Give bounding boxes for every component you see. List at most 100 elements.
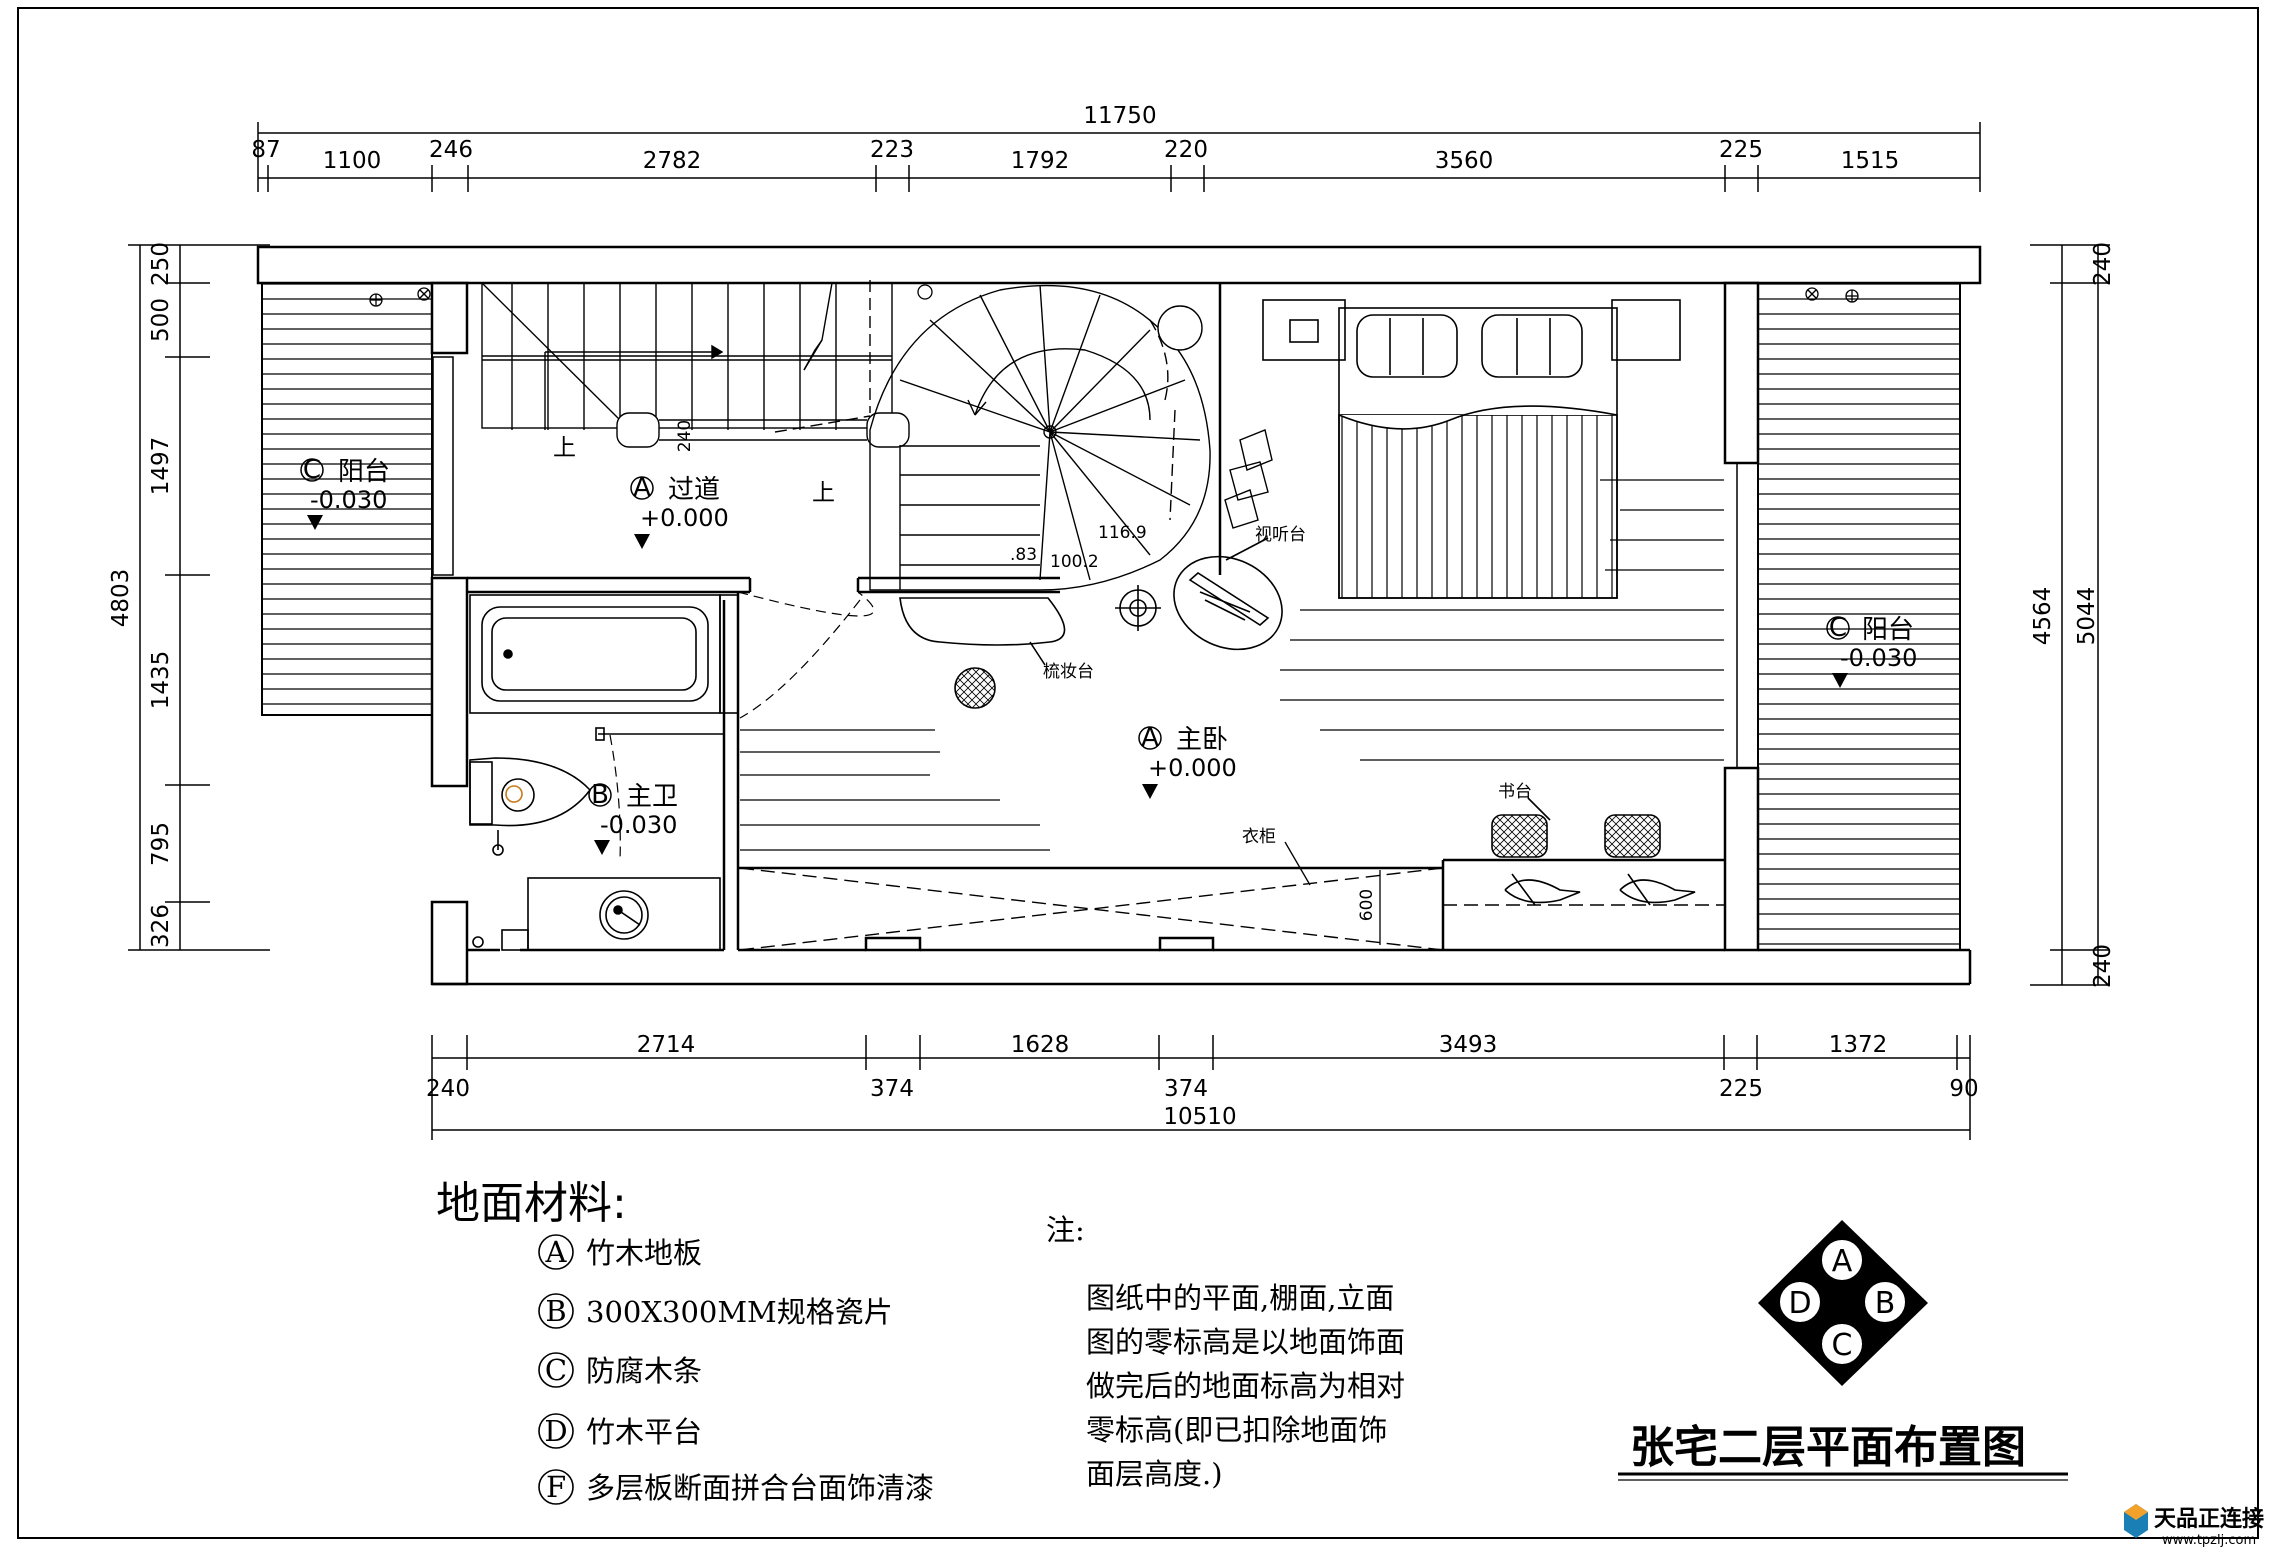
stair-up-label-1: 上	[553, 435, 576, 461]
dim-left-5: 795	[148, 822, 174, 866]
bed	[1262, 299, 1681, 599]
corridor-letter: A	[633, 473, 651, 503]
notes-line-1: 图纸中的平面,棚面,立面	[1086, 1281, 1394, 1315]
corridor-name: 过道	[668, 475, 720, 505]
dim-top-2: 1100	[323, 148, 382, 174]
legend: 地面材料: A 竹木地板 B 300X300MM规格瓷片 C 防腐木条 D 竹木…	[436, 1178, 934, 1505]
dim-right-1: 240	[2090, 242, 2116, 286]
dim-top-5: 223	[870, 137, 914, 163]
dim-top-total: 11750	[1083, 103, 1156, 129]
cushions	[1224, 429, 1273, 529]
notes-line-4: 零标高(即已扣除地面饰	[1086, 1413, 1387, 1447]
right-dimension-text: 240 4564 240 5044	[2030, 242, 2116, 988]
toilet	[469, 757, 592, 856]
bedroom-name: 主卧	[1176, 725, 1228, 755]
legend-item-d: D 竹木平台	[538, 1413, 702, 1449]
notes: 注: 图纸中的平面,棚面,立面 图的零标高是以地面饰面 做完后的地面标高为相对 …	[1046, 1213, 1405, 1491]
balcony-right-name: 阳台	[1862, 615, 1914, 645]
dim-top-8: 3560	[1435, 148, 1494, 174]
left-dimensions	[128, 244, 270, 951]
sheet-border	[17, 7, 2259, 1539]
legend-item-a: A 竹木地板	[538, 1234, 702, 1270]
balcony-left-level: -0.030	[310, 486, 387, 514]
dim-bottom-8: 225	[1719, 1076, 1763, 1102]
svg-text:C: C	[545, 1353, 567, 1387]
bottom-dimension-text: 2714 1628 3493 1372 240 374 374 225 90 1…	[426, 1032, 1979, 1130]
notes-heading: 注:	[1046, 1213, 1085, 1247]
dim-right-3: 240	[2090, 944, 2116, 988]
spiral-stair	[869, 284, 1211, 591]
watermark-logo: 天品正连接 www.tpzlj.com	[2124, 1504, 2264, 1548]
bathroom	[469, 594, 739, 741]
balcony-left	[261, 282, 454, 716]
balcony-right-letter: C	[1829, 613, 1847, 643]
dim-left-6: 326	[148, 904, 174, 948]
key-left-letter: D	[1788, 1286, 1811, 1321]
top-dimension-text: 11750 87 1100 246 2782 223 1792 220 3560…	[251, 103, 1899, 174]
bath-letter: B	[591, 780, 609, 810]
dim-right-total: 5044	[2074, 587, 2100, 646]
dim-left-1: 250	[148, 242, 174, 286]
balcony-right	[1736, 282, 1961, 951]
desk	[1491, 797, 1696, 906]
legend-text-a: 竹木地板	[586, 1236, 702, 1270]
right-dimensions	[2030, 244, 2110, 986]
dresser	[899, 597, 1066, 709]
phone-icon	[1289, 319, 1319, 343]
dim-left-2: 500	[148, 298, 174, 342]
bath-name: 主卫	[626, 782, 678, 812]
dim-bottom-6: 374	[870, 1076, 914, 1102]
dim-left-3: 1497	[148, 437, 174, 496]
dim-bottom-total: 10510	[1163, 1104, 1236, 1130]
top-dimensions	[257, 122, 1981, 192]
legend-title: 地面材料:	[436, 1178, 627, 1229]
dim-right-2: 4564	[2030, 587, 2056, 646]
dim-top-4: 2782	[643, 148, 702, 174]
bottom-dimensions	[431, 1035, 1971, 1140]
bedroom-floor	[740, 479, 1724, 851]
bedroom-label: A 主卧 +0.000	[1138, 723, 1237, 799]
tv-label: 视听台	[1255, 525, 1306, 545]
dim-top-3: 246	[429, 137, 473, 163]
nightstand-left	[1262, 299, 1346, 361]
dim-bottom-2: 1628	[1011, 1032, 1070, 1058]
straight-stair	[481, 280, 910, 448]
dim-top-7: 220	[1164, 137, 1208, 163]
dim-bottom-5: 240	[426, 1076, 470, 1102]
wardrobe-label: 衣柜	[1242, 827, 1276, 847]
balcony-left-name: 阳台	[338, 457, 390, 487]
bedroom-letter: A	[1141, 723, 1159, 753]
bath-label: B 主卫 -0.030	[588, 780, 678, 855]
balcony-left-label: C 阳台 -0.030	[300, 455, 390, 530]
stair-up-label-2: 上	[812, 480, 835, 506]
stair-dim-1: .83	[1010, 545, 1037, 565]
legend-item-c: C 防腐木条	[538, 1352, 702, 1388]
wardrobe	[739, 867, 1725, 951]
balcony-right-level: -0.030	[1840, 644, 1917, 672]
key-top-letter: A	[1832, 1244, 1853, 1279]
balcony-right-label: C 阳台 -0.030	[1826, 613, 1917, 688]
legend-text-d: 竹木平台	[586, 1415, 702, 1449]
dim-top-10: 1515	[1841, 148, 1900, 174]
bath-level: -0.030	[600, 811, 677, 839]
svg-text:B: B	[545, 1294, 566, 1328]
left-dimension-text: 4803 250 500 1497 1435 795 326	[108, 242, 174, 948]
material-key-diamond: A B C D	[1758, 1220, 1928, 1386]
stair-width-label: 240	[675, 420, 695, 452]
dim-bottom-3: 3493	[1439, 1032, 1498, 1058]
watermark-url: www.tpzlj.com	[2162, 1533, 2256, 1548]
notes-line-5: 面层高度.)	[1086, 1457, 1223, 1491]
dim-top-6: 1792	[1011, 148, 1070, 174]
stair-dim-2: 100.2	[1050, 552, 1099, 572]
watermark-name: 天品正连接	[2154, 1506, 2264, 1532]
dim-bottom-9: 90	[1949, 1076, 1978, 1102]
nightstand-right	[1611, 299, 1681, 361]
dim-bottom-4: 1372	[1829, 1032, 1888, 1058]
door-arcs	[609, 591, 875, 861]
legend-text-c: 防腐木条	[586, 1354, 702, 1388]
walls	[256, 245, 1982, 986]
legend-text-f: 多层板断面拼合台面饰清漆	[586, 1471, 934, 1505]
dim-left-4: 1435	[148, 651, 174, 710]
legend-item-b: B 300X300MM规格瓷片	[538, 1293, 893, 1329]
